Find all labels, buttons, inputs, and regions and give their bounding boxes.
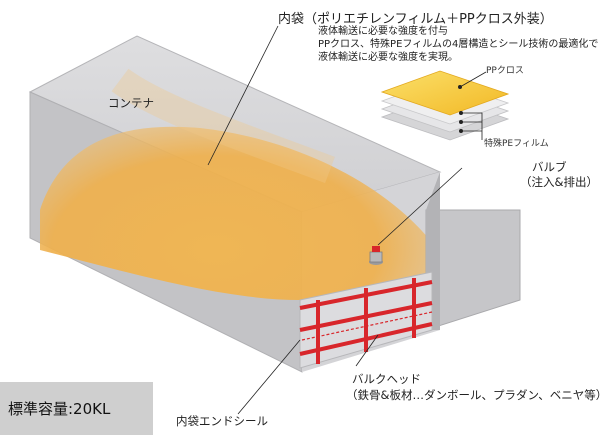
inner-bag-leader: [207, 25, 279, 166]
end-seal-leader: [237, 339, 301, 415]
bulkhead: [299, 271, 433, 369]
inner-bag-desc-1: 液体輸送に必要な強度を付与: [318, 26, 448, 37]
inner-bag-title: 内袋（ポリエチレンフィルム＋PPクロス外装）: [278, 12, 553, 27]
door-panel: [425, 209, 521, 331]
bulkhead-leader: [355, 334, 379, 367]
bulkhead-label: バルクヘッド: [352, 372, 421, 386]
valve: [369, 246, 383, 265]
container-door: [425, 172, 521, 331]
valve-label: バルブ: [532, 160, 567, 174]
inner-bag-end-seal-label: 内袋エンドシール: [176, 414, 268, 428]
special-pe-film-label: 特殊PEフィルム: [484, 139, 549, 149]
layer-1-pp-cloth: [380, 70, 510, 116]
bulkhead-sub-label: （鉄骨&板材…ダンボール、プラダン、ベニヤ等）: [346, 388, 608, 402]
leader-lines: [207, 25, 463, 415]
pp-cloth-label: PPクロス: [486, 66, 524, 76]
capacity-badge: 標準容量:20KL: [0, 382, 153, 435]
capacity-text: 標準容量:20KL: [8, 400, 111, 418]
layer-stack: [380, 70, 510, 141]
valve-leader: [377, 167, 463, 246]
inner-bag-desc-2: PPクロス、特殊PEフィルムの4層構造とシール技術の最適化で: [318, 39, 599, 50]
pp-cloth-leader: [459, 71, 487, 88]
container-label: コンテナ: [108, 96, 154, 110]
valve-sub-label: （注入&排出）: [520, 175, 598, 189]
inner-bag-desc-3: 液体輸送に必要な強度を実現。: [318, 52, 458, 63]
valve-body: [369, 251, 383, 263]
bag-highlight: [111, 68, 335, 184]
valve-cap: [372, 246, 380, 252]
